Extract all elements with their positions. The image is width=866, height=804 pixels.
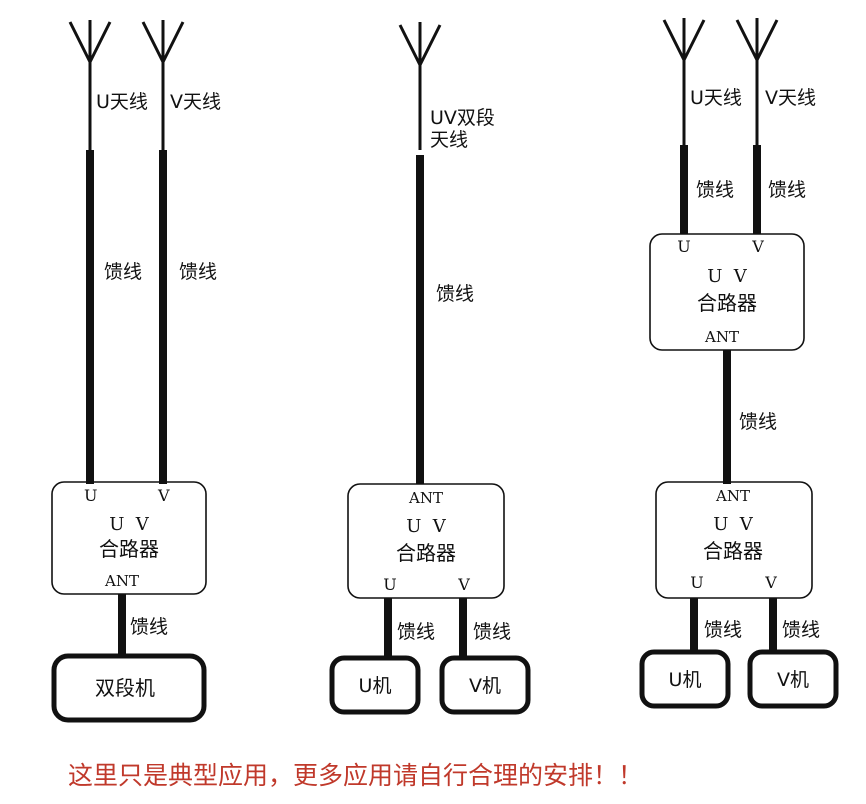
dual-band-radio-box [51, 653, 207, 723]
label-v-antenna: V天线 [765, 87, 816, 109]
config-2: UV双段 天线 馈线 ANT U V 合路器 U V 馈线 馈线 U机 V机 [329, 22, 531, 715]
combiner-name-label: 合路器 [703, 539, 763, 563]
label-feedline-u-radio: 馈线 [397, 621, 435, 643]
u-radio-box [329, 655, 421, 715]
config-3: U天线 V天线 馈线 馈线 U V U V 合路器 ANT 馈线 ANT U V… [639, 18, 839, 709]
label-u-antenna: U天线 [96, 91, 148, 113]
label-feedline-v: 馈线 [179, 261, 217, 283]
antenna-v-icon [735, 18, 779, 145]
combiner-box [347, 483, 505, 599]
u-radio-box [639, 649, 731, 709]
combiner-name-label: 合路器 [99, 537, 159, 561]
port-v-label: V [157, 486, 170, 505]
label-v-antenna: V天线 [170, 91, 221, 113]
label-u-antenna: U天线 [690, 87, 742, 109]
label-feedline-v-radio: 馈线 [473, 621, 511, 643]
port-ant-label: ANT [408, 489, 443, 507]
label-feedline-uv: 馈线 [436, 283, 474, 305]
port-ant-label: ANT [704, 328, 739, 346]
lower-combiner-box [655, 481, 813, 599]
combiner-uv-label: U V [109, 514, 150, 535]
combiner-name-label: 合路器 [396, 541, 456, 565]
combiner-name-label: 合路器 [697, 291, 757, 315]
label-feedline-u: 馈线 [104, 261, 142, 283]
v-radio-label: V机 [777, 669, 809, 691]
label-feedline-v-radio: 馈线 [782, 619, 820, 641]
label-feedline-middle: 馈线 [739, 411, 777, 433]
port-v-label: V [751, 237, 764, 256]
label-feedline-u: 馈线 [696, 179, 734, 201]
label-uv-antenna-line1: UV双段 [430, 107, 495, 129]
u-radio-label: U机 [669, 669, 702, 691]
v-radio-box [747, 649, 839, 709]
label-feedline-v: 馈线 [768, 179, 806, 201]
port-v-label: V [457, 575, 470, 594]
caption-text: 这里只是典型应用，更多应用请自行合理的安排！！ [68, 761, 643, 790]
combiner-uv-label: U V [406, 516, 447, 537]
port-ant-label: ANT [104, 572, 139, 590]
combiner-uv-label: U V [707, 266, 748, 287]
antenna-v-icon [141, 20, 185, 150]
label-feedline-radio: 馈线 [130, 616, 168, 638]
port-u-label: U [690, 573, 703, 592]
port-u-label: U [383, 575, 396, 594]
port-ant-label: ANT [715, 487, 750, 505]
port-v-label: V [764, 573, 777, 592]
dual-band-radio-label: 双段机 [95, 676, 155, 700]
v-radio-label: V机 [469, 675, 501, 697]
port-u-label: U [84, 486, 97, 505]
config-1: U天线 V天线 馈线 馈线 U V U V 合路器 ANT 馈线 双段机 [51, 20, 221, 723]
label-feedline-u-radio: 馈线 [704, 619, 742, 641]
combiner-box [51, 481, 207, 595]
v-radio-box [439, 655, 531, 715]
antenna-u-icon [68, 20, 112, 150]
antenna-u-icon [662, 18, 706, 145]
antenna-uv-icon [398, 22, 442, 150]
label-uv-antenna-line2: 天线 [430, 129, 468, 151]
u-radio-label: U机 [359, 675, 392, 697]
port-u-label: U [677, 237, 690, 256]
combiner-uv-label: U V [713, 514, 754, 535]
